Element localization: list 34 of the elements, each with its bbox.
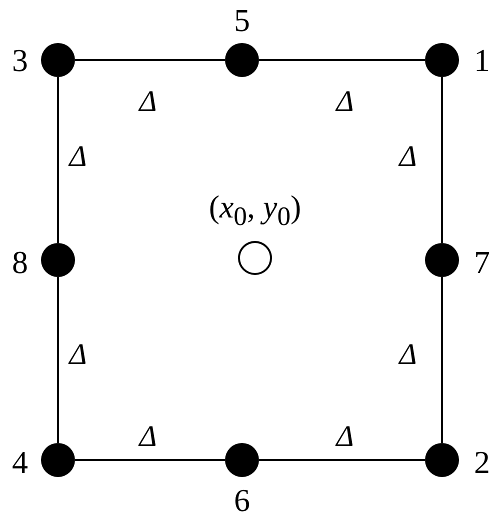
connector-line [57,77,59,243]
connector-line [57,277,59,443]
connector-line [441,77,443,243]
filled-dot [225,43,259,77]
point-number: 4 [12,446,28,478]
coordinate-label: (x$_{0}$, y$_{0}$) [208,190,302,230]
connector-line [259,59,425,61]
filled-dot [225,443,259,477]
edge-label: Δ [139,422,157,452]
point-number: 7 [474,246,490,278]
edge-label: Δ [399,340,417,370]
point-number: 8 [12,246,28,278]
point-number: 1 [474,44,490,76]
edge-label: Δ [336,87,354,117]
open-circle [238,241,272,275]
filled-dot [41,443,75,477]
point-number: 5 [234,4,250,36]
filled-dot [41,243,75,277]
filled-dot [425,243,459,277]
point-number: 2 [474,446,490,478]
point-number: 6 [234,484,250,516]
connector-line [441,277,443,443]
edge-label: Δ [139,87,157,117]
edge-label: Δ [69,142,87,172]
point-number: 3 [12,44,28,76]
connector-line [75,59,225,61]
connector-line [75,459,225,461]
connector-line [259,459,425,461]
filled-dot [425,43,459,77]
filled-dot [425,443,459,477]
edge-label: Δ [69,340,87,370]
edge-label: Δ [336,422,354,452]
edge-label: Δ [399,142,417,172]
filled-dot [41,43,75,77]
